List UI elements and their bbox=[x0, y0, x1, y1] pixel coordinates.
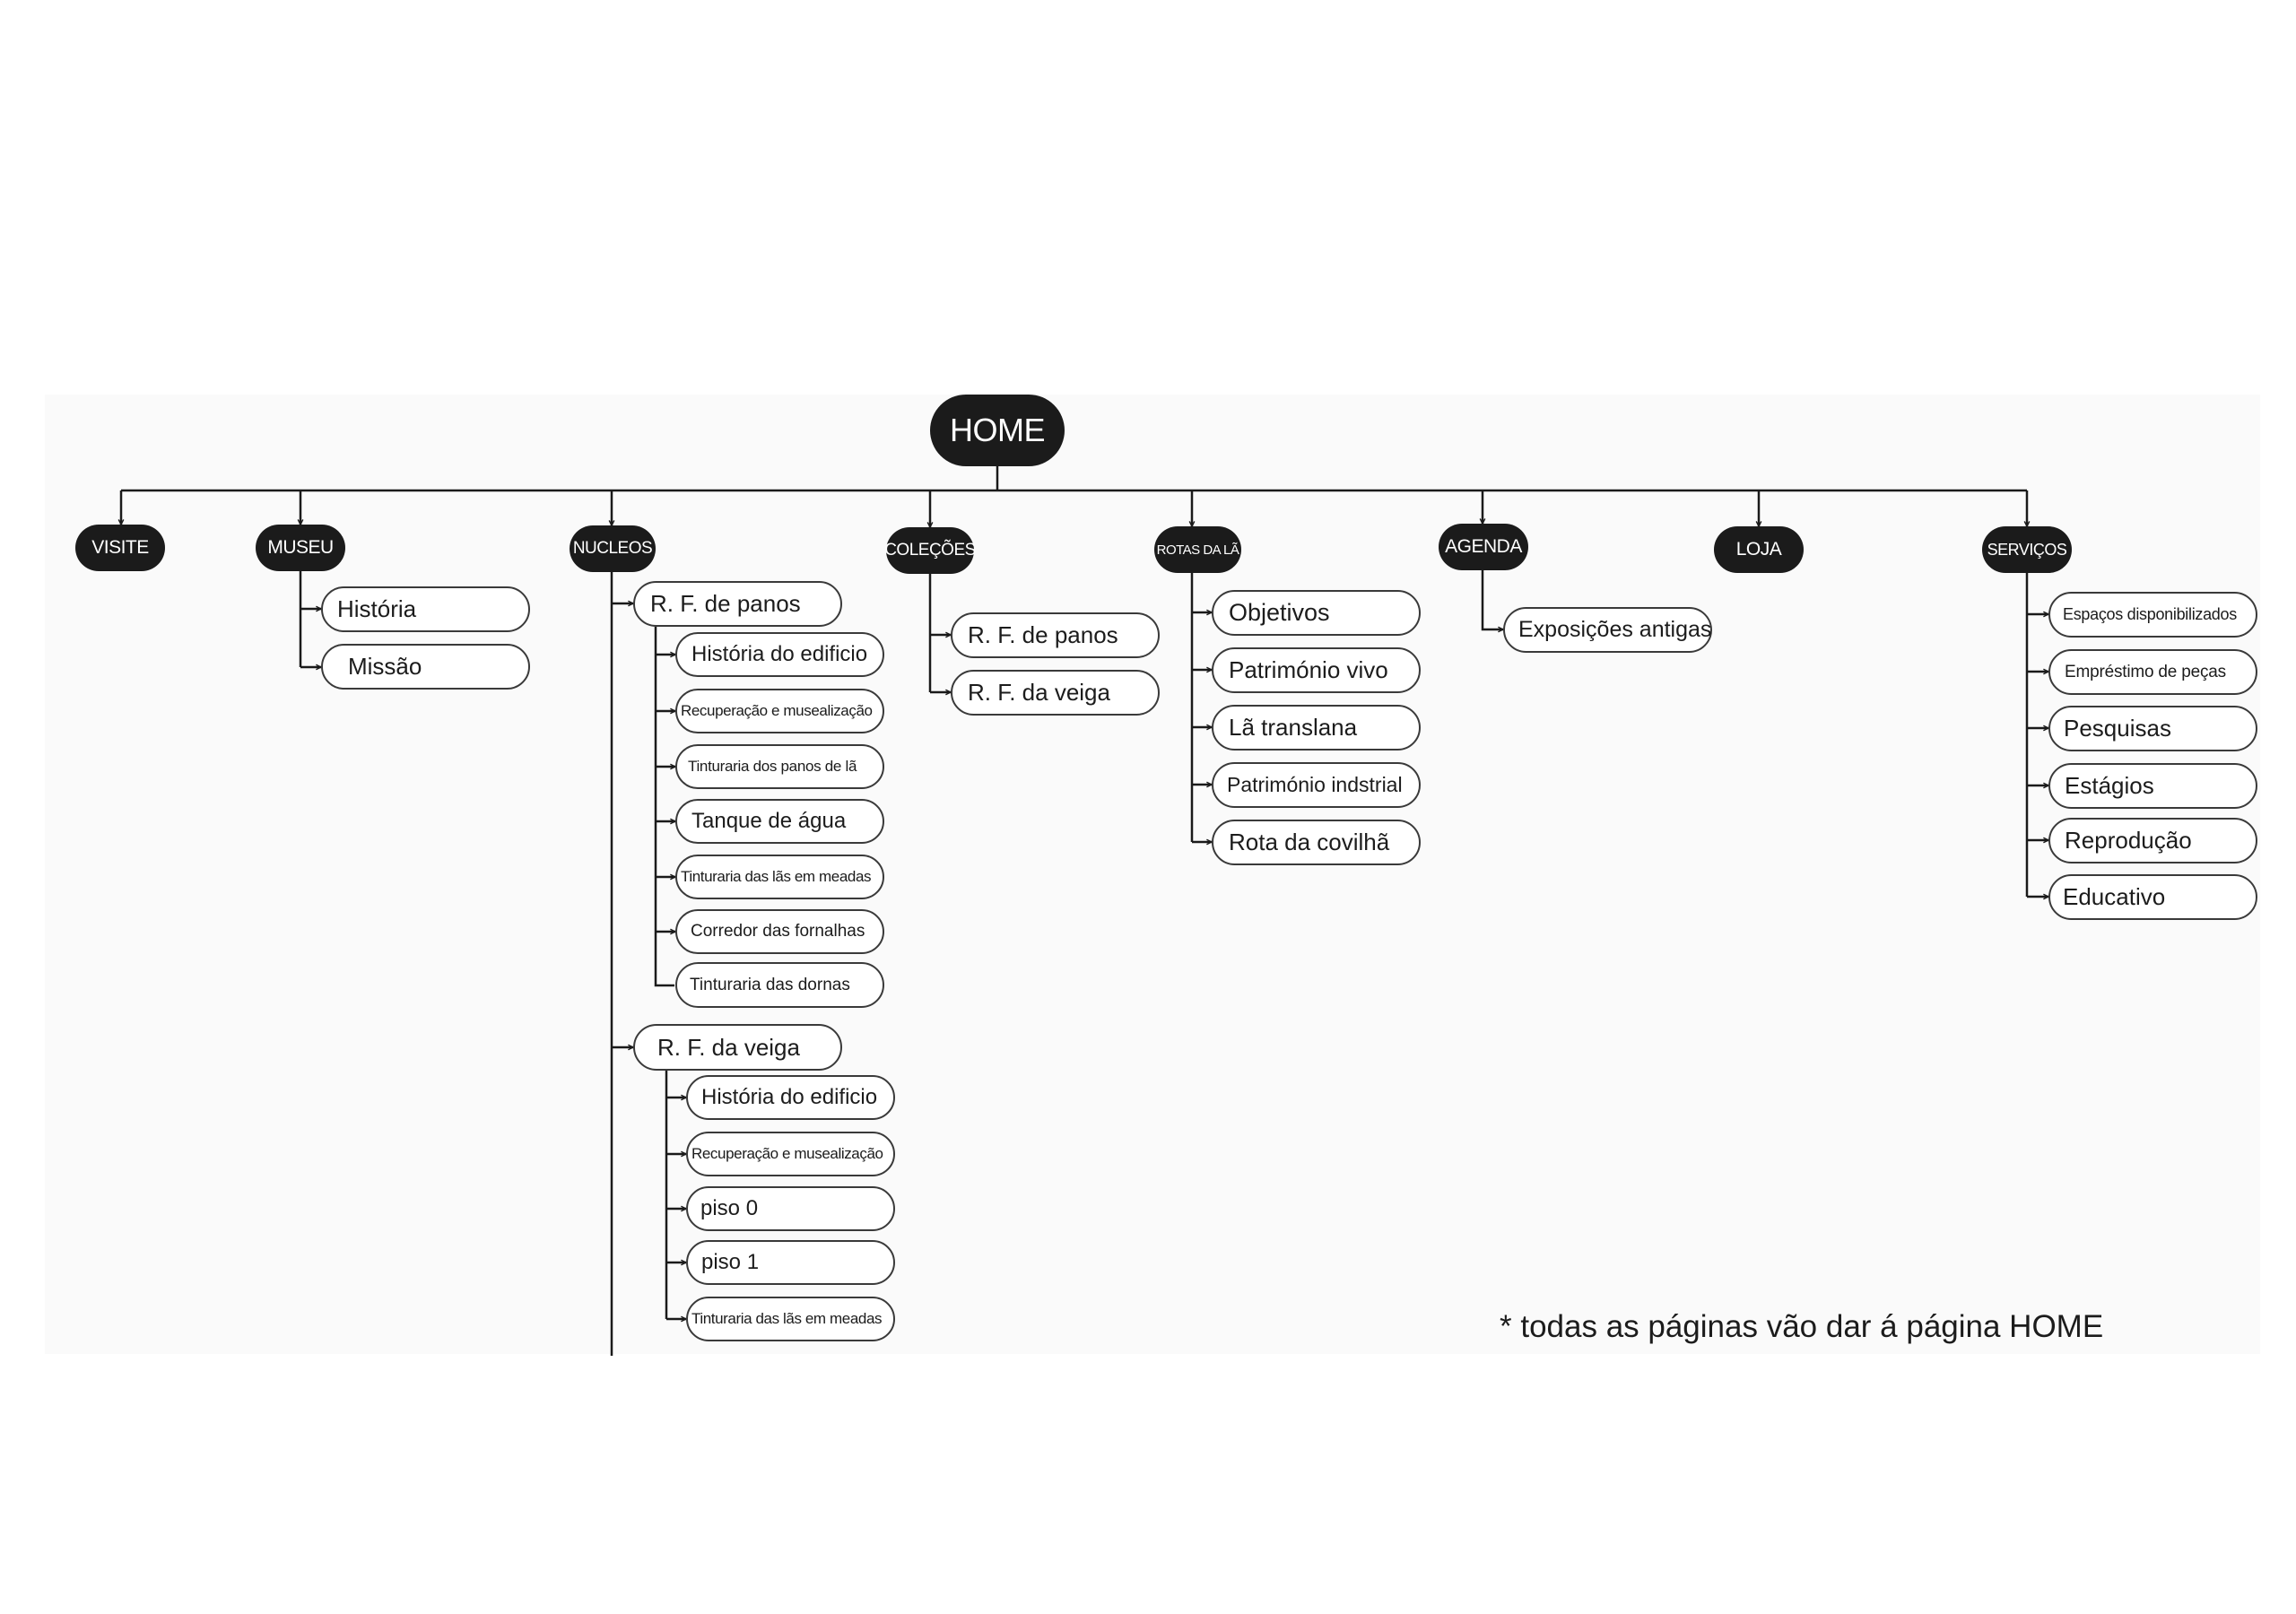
colecoes-rf-panos-item[interactable]: R. F. de panos bbox=[951, 612, 1160, 658]
museu-historia-item[interactable]: História bbox=[321, 586, 530, 632]
veiga-tinturaria-meadas-item[interactable]: Tinturaria das lãs em meadas bbox=[686, 1297, 895, 1341]
agenda-exposicoes-item[interactable]: Exposições antigas bbox=[1503, 607, 1712, 653]
museu-node[interactable]: MUSEU bbox=[256, 525, 345, 571]
panos-corredor-item[interactable]: Corredor das fornalhas bbox=[675, 909, 884, 954]
servicos-espacos-item[interactable]: Espaços disponibilizados bbox=[2048, 592, 2257, 638]
rotas-objetivos-item[interactable]: Objetivos bbox=[1212, 590, 1421, 636]
rotas-la-translana-item[interactable]: Lã translana bbox=[1212, 705, 1421, 751]
colecoes-node[interactable]: COLEÇÕES bbox=[884, 527, 976, 574]
servicos-node[interactable]: SERVIÇOS bbox=[1982, 526, 2072, 573]
rotas-rota-covilha-item[interactable]: Rota da covilhã bbox=[1212, 820, 1421, 865]
servicos-estagios-item[interactable]: Estágios bbox=[2048, 763, 2257, 809]
servicos-pesquisas-item[interactable]: Pesquisas bbox=[2048, 706, 2257, 751]
panos-tinturaria-panos-item[interactable]: Tinturaria dos panos de lã bbox=[675, 744, 884, 789]
rotas-patrimonio-industrial-item[interactable]: Património indstrial bbox=[1212, 762, 1421, 808]
colecoes-rf-veiga-item[interactable]: R. F. da veiga bbox=[951, 670, 1160, 716]
veiga-recuperacao-item[interactable]: Recuperação e musealização bbox=[686, 1132, 895, 1176]
panos-tanque-item[interactable]: Tanque de água bbox=[675, 799, 884, 844]
veiga-piso1-item[interactable]: piso 1 bbox=[686, 1240, 895, 1285]
footnote: * todas as páginas vão dar á página HOME bbox=[1500, 1309, 2104, 1344]
rotas-patrimonio-vivo-item[interactable]: Património vivo bbox=[1212, 647, 1421, 693]
panos-historia-item[interactable]: História do edificio bbox=[675, 632, 884, 677]
nucleos-node[interactable]: NUCLEOS bbox=[570, 525, 656, 572]
nucleos-rf-panos-item[interactable]: R. F. de panos bbox=[633, 581, 842, 627]
servicos-emprestimo-item[interactable]: Empréstimo de peças bbox=[2048, 649, 2257, 695]
panos-tinturaria-dornas-item[interactable]: Tinturaria das dornas bbox=[675, 962, 884, 1008]
servicos-reproducao-item[interactable]: Reprodução bbox=[2048, 818, 2257, 863]
loja-node[interactable]: LOJA bbox=[1714, 526, 1804, 573]
nucleos-rf-veiga-item[interactable]: R. F. da veiga bbox=[633, 1024, 842, 1071]
veiga-historia-item[interactable]: História do edificio bbox=[686, 1075, 895, 1120]
rotas-da-la-node[interactable]: ROTAS DA LÃ bbox=[1154, 526, 1241, 573]
museu-missao-item[interactable]: Missão bbox=[321, 644, 530, 690]
agenda-node[interactable]: AGENDA bbox=[1439, 524, 1528, 570]
veiga-piso0-item[interactable]: piso 0 bbox=[686, 1186, 895, 1231]
home-node[interactable]: HOME bbox=[930, 395, 1065, 466]
servicos-educativo-item[interactable]: Educativo bbox=[2048, 874, 2257, 920]
panos-tinturaria-meadas-item[interactable]: Tinturaria das lãs em meadas bbox=[675, 855, 884, 899]
panos-recuperacao-item[interactable]: Recuperação e musealização bbox=[675, 689, 884, 733]
diagram-background bbox=[45, 395, 2260, 1354]
visite-node[interactable]: VISITE bbox=[75, 525, 165, 571]
